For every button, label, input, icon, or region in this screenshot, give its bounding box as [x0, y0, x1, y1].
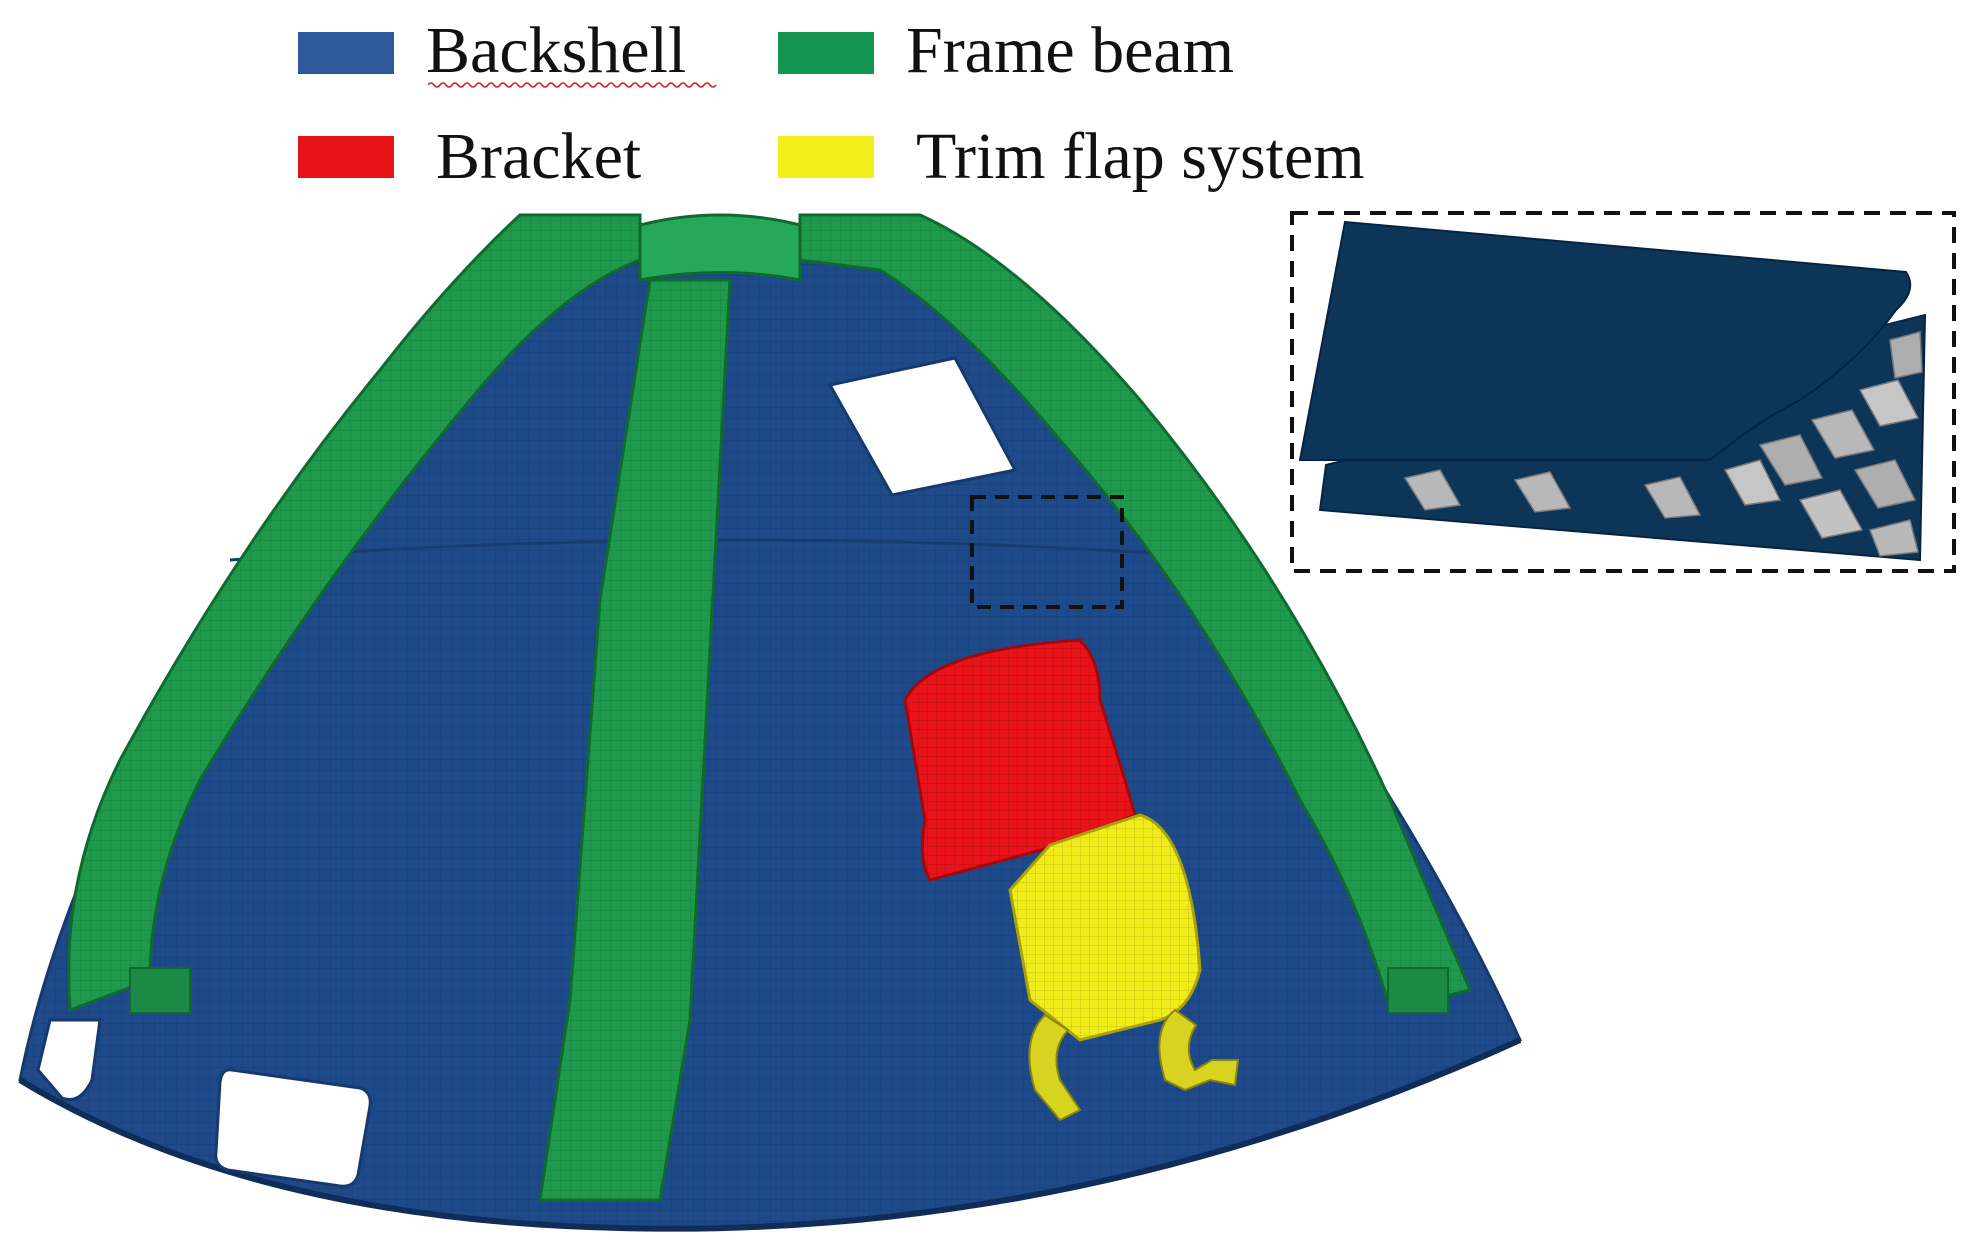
frame-beam-foot-left [129, 967, 191, 1014]
legend-swatch-frame-beam [778, 32, 874, 74]
trim-flap-panel [1008, 813, 1202, 1042]
legend-swatch-backshell [298, 32, 394, 74]
top-ring [638, 213, 802, 282]
legend-label-bracket: Bracket [436, 120, 642, 193]
cutout-edge-left [36, 1018, 102, 1101]
trim-flap-actuator-right [1158, 1008, 1240, 1092]
legend-label-backshell: Backshell [426, 14, 687, 87]
trim-flap-actuator-left [1028, 1013, 1082, 1122]
legend-swatch-trim-flap-system [778, 136, 874, 178]
frame-beam-foot-right [1387, 967, 1449, 1014]
legend-swatch-bracket [298, 136, 394, 178]
backshell-seam [229, 538, 1251, 562]
inset-top-skin [1298, 220, 1912, 461]
legend-label-frame-beam: Frame beam [906, 14, 1235, 87]
cutout-bottom-left [214, 1068, 372, 1188]
frame-beam-center [538, 278, 732, 1202]
detail-callout-box [970, 495, 1124, 609]
legend-label-trim-flap-system: Trim flap system [916, 120, 1365, 193]
frame-beam-right [798, 213, 1473, 1012]
backshell-bottom-edge [18, 1037, 1522, 1232]
cutout-top-right [827, 356, 1018, 497]
bracket [903, 638, 1137, 882]
inset-honeycomb-core [1403, 331, 1923, 557]
spellcheck-underline [428, 82, 717, 88]
